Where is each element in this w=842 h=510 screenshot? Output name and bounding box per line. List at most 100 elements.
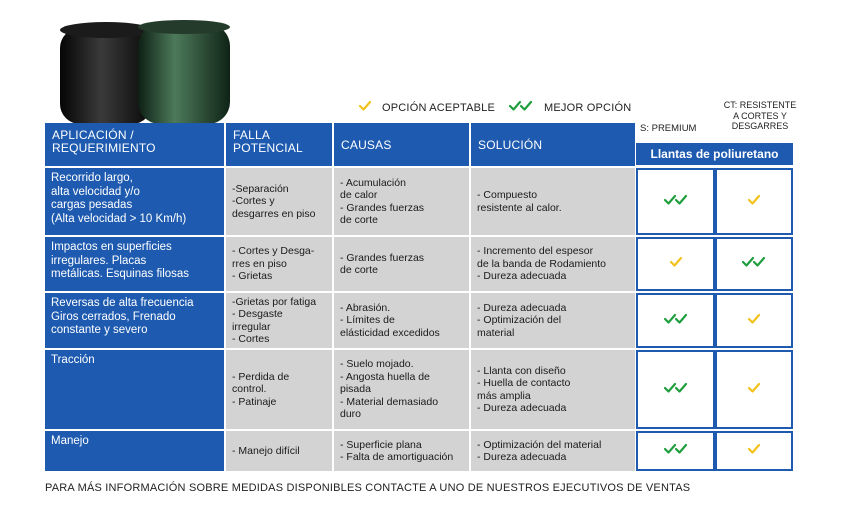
ct-column-label: CT: RESISTENTE A CORTES Y DESGARRES [723,100,797,131]
header-application-label: APLICACIÓN / REQUERIMIENTO [52,128,156,155]
failure-cell: - Cortes y Desga- rres en piso- Grietas [226,237,332,291]
solution-cell: - Optimización del material- Dureza adec… [471,431,635,471]
causes-cell: - Acumulación de calor- Grandes fuerzas … [334,168,469,235]
list-item: - Desgaste irregular [232,308,283,333]
failure-cell-list: -Separación-Cortes y desgarres en piso [232,183,315,221]
single-check-icon [358,100,372,115]
application-text: Impactos en superficies irregulares. Pla… [51,241,190,280]
single-check-icon [747,381,761,399]
solution-cell-list: - Llanta con diseño- Huella de contacto … [477,365,570,415]
ct-rating-cell [715,168,793,235]
legend-best: MEJOR OPCIÓN [508,100,631,115]
failure-cell-list: - Manejo difícil [232,445,300,458]
list-item: -Separación [232,182,289,195]
list-item: - Optimización del material [477,438,602,451]
product-title: Llantas de poliuretano [636,143,793,165]
failure-cell-list: - Perdida de control.- Patinaje [232,371,289,409]
single-check-icon [669,255,683,273]
solution-cell-list: - Dureza adecuada- Optimización del mate… [477,302,566,340]
list-item: - Abrasión. [340,301,391,314]
list-item: - Huella de contacto más amplia [477,377,571,402]
premium-rating-cell [636,168,715,235]
application-text: Manejo [51,435,89,447]
list-item: - Suelo mojado. [340,358,414,371]
legend-acceptable: OPCIÓN ACEPTABLE [358,100,495,115]
list-item: - Angosta huella de pisada [340,370,430,396]
solution-cell-list: - Compuesto resistente al calor. [477,189,562,214]
legend-acceptable-label: OPCIÓN ACEPTABLE [382,101,496,114]
double-check-icon [508,100,534,115]
failure-cell: - Manejo difícil [226,431,332,471]
solution-cell-list: - Incremento del espesor de la banda de … [477,245,606,283]
ct-rating-cell [715,431,793,471]
list-item: - Optimización del material [477,314,562,339]
header-application: APLICACIÓN / REQUERIMIENTO [45,123,224,166]
list-item: - Dureza adecuada [477,301,567,314]
solution-cell: - Llanta con diseño- Huella de contacto … [471,350,635,429]
list-item: - Acumulación de calor [340,176,406,202]
list-item: - Cortes y Desga- rres en piso [232,245,315,270]
header-causes-label: CAUSAS [341,138,392,152]
causes-cell-list: - Abrasión.- Límites de elásticidad exce… [340,302,440,340]
double-check-icon [663,193,689,211]
list-item: - Dureza adecuada [477,270,567,283]
polyurethane-tires-image [52,20,232,124]
failure-cell: - Perdida de control.- Patinaje [226,350,332,429]
list-item: - Material demasiado duro [340,395,439,421]
legend-best-label: MEJOR OPCIÓN [544,101,632,114]
causes-cell-list: - Suelo mojado.- Angosta huella de pisad… [340,358,438,421]
causes-cell-list: - Grandes fuerzas de corte [340,252,424,277]
causes-cell-list: - Superficie plana- Falta de amortiguaci… [340,439,453,464]
list-item: - Llanta con diseño [477,364,566,377]
solution-cell: - Incremento del espesor de la banda de … [471,237,635,291]
double-check-icon [663,312,689,330]
premium-rating-cell [636,293,715,348]
application-cell: Impactos en superficies irregulares. Pla… [45,237,224,291]
causes-cell: - Grandes fuerzas de corte [334,237,469,291]
application-cell: Manejo [45,431,224,471]
header-solution: SOLUCIÓN [471,123,635,166]
list-item: - Dureza adecuada [477,402,567,414]
list-item: - Superficie plana [340,438,422,451]
causes-cell-list: - Acumulación de calor- Grandes fuerzas … [340,177,424,227]
causes-cell: - Suelo mojado.- Angosta huella de pisad… [334,350,469,429]
list-item: - Falta de amortiguación [340,451,454,463]
header-failure-label: FALLA POTENCIAL [233,128,303,155]
failure-cell: -Separación-Cortes y desgarres en piso [226,168,332,235]
single-check-icon [747,442,761,460]
header-causes: CAUSAS [334,123,469,166]
list-item: - Incremento del espesor de la banda de … [477,245,607,270]
solution-cell-list: - Optimización del material- Dureza adec… [477,439,601,464]
application-cell: Reversas de alta frecuencia Giros cerrad… [45,293,224,348]
list-item: - Cortes [232,333,270,345]
list-item: -Cortes y desgarres en piso [232,195,316,220]
failure-cell-list: -Grietas por fatiga- Desgaste irregular-… [232,296,316,346]
solution-cell: - Compuesto resistente al calor. [471,168,635,235]
list-item: - Grandes fuerzas de corte [340,201,425,227]
application-text: Recorrido largo, alta velocidad y/o carg… [51,172,187,225]
ct-rating-cell [715,350,793,429]
premium-rating-cell [636,237,715,291]
failure-cell: -Grietas por fatiga- Desgaste irregular-… [226,293,332,348]
causes-cell: - Abrasión.- Límites de elásticidad exce… [334,293,469,348]
application-text: Tracción [51,354,95,366]
list-item: - Límites de elásticidad excedidos [340,314,440,339]
list-item: - Grietas [232,270,273,283]
list-item: - Manejo difícil [232,444,300,457]
footer-note: PARA MÁS INFORMACIÓN SOBRE MEDIDAS DISPO… [45,482,691,494]
solution-cell: - Dureza adecuada- Optimización del mate… [471,293,635,348]
list-item: - Dureza adecuada [477,451,567,463]
double-check-icon [663,381,689,399]
premium-rating-cell [636,350,715,429]
list-item: - Patinaje [232,395,277,408]
list-item: - Perdida de control. [232,370,290,396]
list-item: -Grietas por fatiga [232,295,317,308]
double-check-icon [663,442,689,460]
failure-cell-list: - Cortes y Desga- rres en piso- Grietas [232,245,314,283]
list-item: - Compuesto resistente al calor. [477,189,562,214]
header-failure: FALLA POTENCIAL [226,123,332,166]
premium-rating-cell [636,431,715,471]
ct-rating-cell [715,237,793,291]
premium-column-label: S: PREMIUM [640,123,697,134]
causes-cell: - Superficie plana- Falta de amortiguaci… [334,431,469,471]
